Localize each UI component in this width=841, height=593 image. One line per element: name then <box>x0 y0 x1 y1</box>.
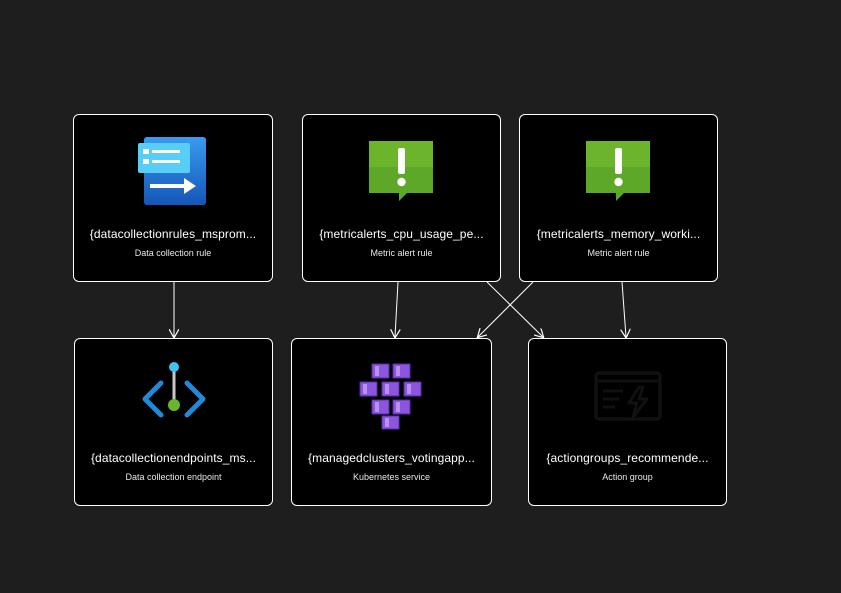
kubernetes-service-icon <box>357 361 427 431</box>
node-data-collection-rule[interactable]: {datacollectionrules_msprom... Data coll… <box>73 114 273 282</box>
data-collection-endpoint-icon <box>139 361 209 431</box>
node-type-label: Metric alert rule <box>587 248 650 258</box>
node-title: {metricalerts_cpu_usage_pe... <box>319 227 484 241</box>
metric-alert-icon <box>367 137 437 207</box>
metric-alert-icon <box>584 137 654 207</box>
node-type-label: Kubernetes service <box>352 472 431 482</box>
node-title: {metricalerts_memory_worki... <box>536 227 701 241</box>
node-type-label: Data collection endpoint <box>125 472 222 482</box>
node-type-label: Data collection rule <box>134 248 212 258</box>
data-collection-rule-icon <box>138 137 208 207</box>
edge-memory-alert-to-aks <box>478 281 534 337</box>
edge-cpu-alert-to-action-group <box>486 281 543 337</box>
node-action-group[interactable]: {actiongroups_recommende... Action group <box>528 338 727 506</box>
node-metric-alert-memory[interactable]: {metricalerts_memory_worki... Metric ale… <box>519 114 718 282</box>
edge-cpu-alert-to-aks <box>395 281 398 337</box>
action-group-icon <box>593 361 663 431</box>
node-title: {actiongroups_recommende... <box>546 451 709 465</box>
node-title: {managedclusters_votingapp... <box>307 451 475 465</box>
edge-memory-alert-to-action-group <box>622 281 626 337</box>
node-title: {datacollectionrules_msprom... <box>89 227 257 241</box>
node-kubernetes-service[interactable]: {managedclusters_votingapp... Kubernetes… <box>291 338 492 506</box>
node-type-label: Metric alert rule <box>370 248 433 258</box>
node-metric-alert-cpu[interactable]: {metricalerts_cpu_usage_pe... Metric ale… <box>302 114 501 282</box>
node-data-collection-endpoint[interactable]: {datacollectionendpoints_ms... Data coll… <box>74 338 273 506</box>
node-title: {datacollectionendpoints_ms... <box>90 451 257 465</box>
node-type-label: Action group <box>602 472 653 482</box>
